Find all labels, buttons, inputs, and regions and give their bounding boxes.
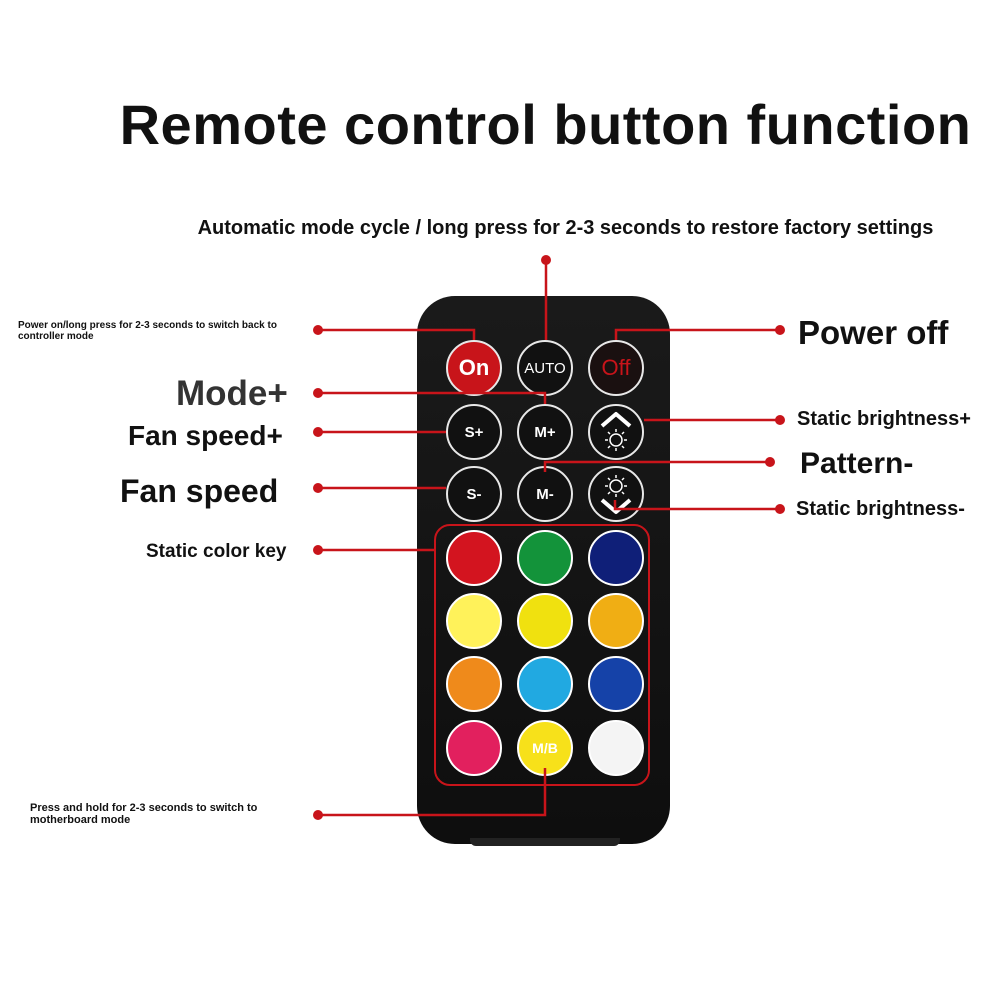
- leader-dot: [313, 810, 323, 820]
- leader-dot: [313, 427, 323, 437]
- color-key-button[interactable]: [588, 656, 644, 712]
- pattern-minus-label: Pattern-: [800, 447, 914, 480]
- color-key-button[interactable]: [517, 593, 573, 649]
- speed-plus-button[interactable]: S+: [446, 404, 502, 460]
- leader-dot: [313, 388, 323, 398]
- leader-dot: [775, 504, 785, 514]
- leader-dot: [775, 325, 785, 335]
- sun-down-arrow-icon: [600, 475, 632, 514]
- color-key-button[interactable]: [446, 593, 502, 649]
- static-color-key-label: Static color key: [146, 541, 287, 562]
- static-brightness-minus-label: Static brightness-: [796, 498, 965, 520]
- color-key-button[interactable]: [588, 593, 644, 649]
- sun-up-arrow-icon: [600, 412, 632, 451]
- remote-bottom-edge: [470, 838, 620, 846]
- fan-speed-minus-label: Fan speed: [120, 473, 279, 509]
- mode-minus-button[interactable]: M-: [517, 466, 573, 522]
- color-key-button[interactable]: [446, 720, 502, 776]
- leader-dot: [313, 325, 323, 335]
- leader-dot: [313, 483, 323, 493]
- color-key-button[interactable]: [588, 530, 644, 586]
- color-key-button[interactable]: [588, 720, 644, 776]
- leader-dot: [313, 545, 323, 555]
- leader-dot: [765, 457, 775, 467]
- leader-dot: [541, 255, 551, 265]
- static-color-key-group: [434, 524, 650, 786]
- brightness-up-button[interactable]: [588, 404, 644, 460]
- fan-speed-plus-label: Fan speed+: [128, 420, 283, 451]
- leader-dot: [775, 415, 785, 425]
- color-key-button[interactable]: [446, 530, 502, 586]
- mode-plus-label: Mode+: [176, 374, 288, 413]
- on-button[interactable]: On: [446, 340, 502, 396]
- color-key-button[interactable]: [446, 656, 502, 712]
- page-title: Remote control button function: [119, 93, 972, 156]
- mb-description: Press and hold for 2-3 seconds to switch…: [30, 802, 258, 826]
- color-key-button[interactable]: [517, 530, 573, 586]
- auto-description: Automatic mode cycle / long press for 2-…: [197, 217, 934, 239]
- mode-plus-button[interactable]: M+: [517, 404, 573, 460]
- speed-minus-button[interactable]: S-: [446, 466, 502, 522]
- power-on-description: Power on/long press for 2-3 seconds to s…: [18, 320, 277, 342]
- motherboard-mode-button[interactable]: M/B: [517, 720, 573, 776]
- power-off-label: Power off: [798, 314, 949, 351]
- static-brightness-plus-label: Static brightness+: [797, 408, 971, 430]
- brightness-down-button[interactable]: [588, 466, 644, 522]
- color-key-button[interactable]: [517, 656, 573, 712]
- off-button[interactable]: Off: [588, 340, 644, 396]
